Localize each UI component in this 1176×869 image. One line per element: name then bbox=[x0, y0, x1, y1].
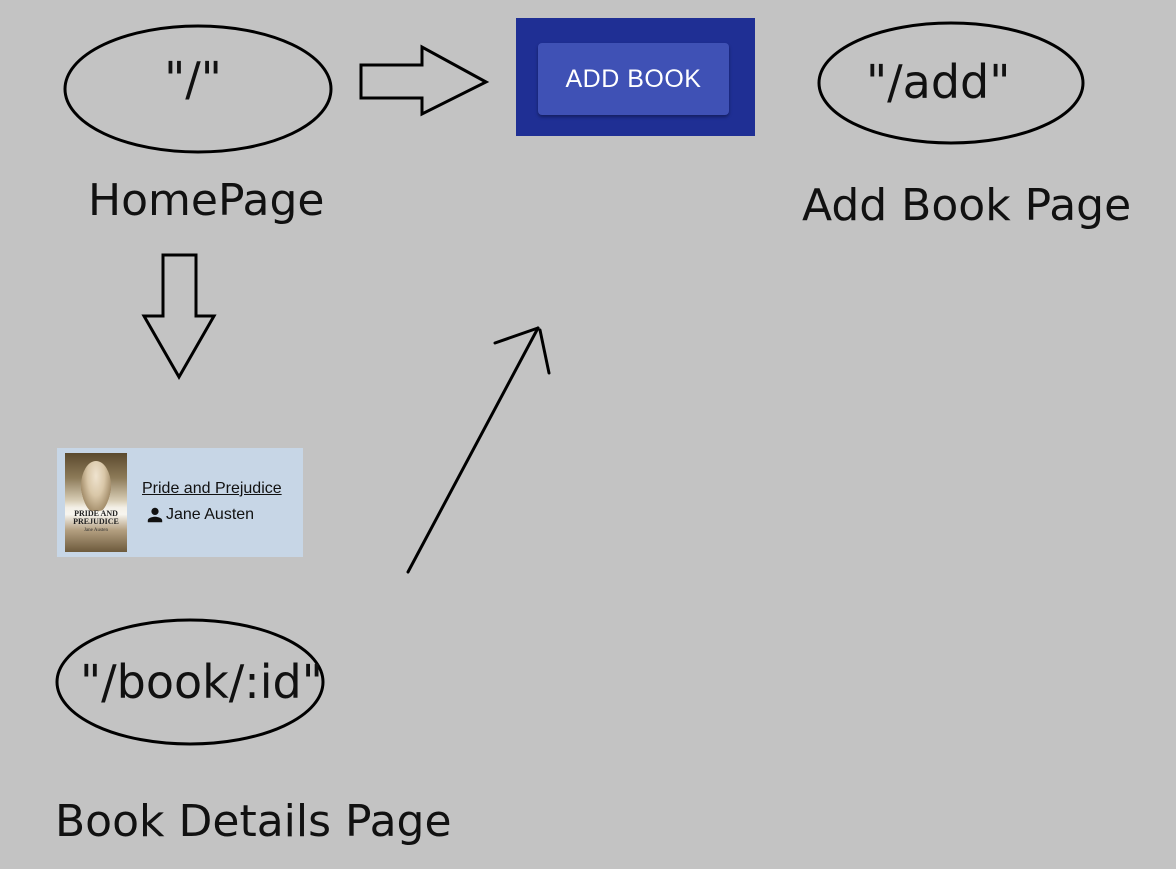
book-list-item[interactable]: PRIDE AND PREJUDICE Jane Austen Pride an… bbox=[57, 448, 303, 557]
diagonal-arrow bbox=[406, 326, 551, 574]
add-book-page-label: Add Book Page bbox=[802, 180, 1132, 231]
book-route-label: "/book/:id" bbox=[80, 655, 323, 709]
homepage-label: HomePage bbox=[88, 175, 325, 226]
home-route-ellipse bbox=[63, 24, 333, 154]
book-title-link[interactable]: Pride and Prejudice bbox=[142, 480, 282, 497]
add-route-ellipse bbox=[817, 21, 1085, 145]
book-details-page-label: Book Details Page bbox=[55, 796, 452, 847]
add-book-button[interactable]: ADD BOOK bbox=[538, 43, 729, 115]
home-route-label: "/" bbox=[164, 52, 222, 106]
book-cover-image: PRIDE AND PREJUDICE Jane Austen bbox=[65, 453, 127, 552]
person-icon bbox=[147, 507, 163, 523]
add-route-label: "/add" bbox=[866, 55, 1011, 109]
book-author: Jane Austen bbox=[166, 506, 255, 523]
cover-portrait bbox=[81, 461, 111, 511]
down-block-arrow bbox=[141, 253, 217, 381]
cover-title: PRIDE AND PREJUDICE bbox=[73, 509, 119, 526]
cover-author: Jane Austen bbox=[83, 528, 109, 533]
book-route-ellipse bbox=[55, 618, 325, 746]
right-block-arrow bbox=[359, 44, 490, 117]
